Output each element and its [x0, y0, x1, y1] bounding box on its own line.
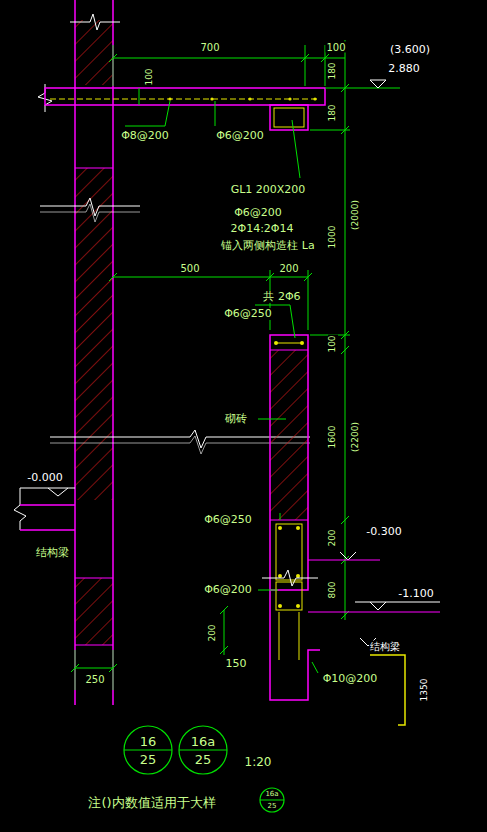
sheet-number: 25 [259, 803, 285, 810]
dimension-lines [71, 40, 400, 690]
ground-beam [262, 524, 405, 725]
dimension: 200 [208, 623, 218, 642]
detail-symbol: 16a25 [178, 725, 228, 775]
dimension: 100 [145, 67, 155, 86]
rebar-callout: Φ6@250 [223, 308, 273, 320]
detail-symbol: 16a 25 [259, 787, 285, 813]
dimension: 1000 [328, 225, 338, 250]
detail-circle [178, 725, 228, 775]
general-note: 注()内数值适用于大样 [87, 796, 216, 810]
dimension: 180 [328, 103, 338, 122]
dimension: 1600 [328, 425, 338, 450]
sheet-number: 25 [178, 753, 228, 766]
level-value: -0.000 [26, 472, 63, 484]
dimension: 100 [328, 334, 338, 353]
beam-callout: GL1 200X200 [230, 184, 307, 196]
left-structural-beam [20, 505, 75, 530]
dimension: 结构梁 [369, 641, 401, 652]
level-value: -1.100 [397, 588, 434, 600]
rebar-callout: Φ10@200 [322, 673, 379, 685]
level-value: (3.600) [389, 44, 431, 56]
rebar-callout: 共 2Φ6 [262, 291, 301, 303]
detail-number: 16a [259, 791, 285, 798]
dimension: 200 [278, 263, 299, 274]
scale-label: 1:20 [244, 756, 273, 769]
leader-lines [125, 101, 318, 673]
dimension: 180 [328, 61, 338, 80]
rebar-callout: Φ6@250 [203, 514, 253, 526]
level-value: 2.880 [387, 63, 421, 75]
dimension: 800 [328, 580, 338, 599]
material-label: 砌砖 [224, 413, 248, 425]
rebar-callout: Φ6@200 [215, 130, 265, 142]
dimension: 250 [84, 674, 105, 685]
detail-circle [123, 725, 173, 775]
level-value: -0.300 [365, 526, 402, 538]
member-label: 结构梁 [35, 547, 70, 559]
rebar-callout: Φ6@200 [203, 584, 253, 596]
dimension: 700 [199, 42, 220, 53]
dimension: 200 [328, 528, 338, 547]
roof-slab [45, 88, 325, 130]
rebar-callout: Φ6@200 [233, 207, 283, 219]
sheet-number: 25 [123, 753, 173, 766]
detail-symbol: 1625 [123, 725, 173, 775]
right-wall [270, 335, 440, 612]
dimension: (2200) [351, 421, 361, 453]
dimension: (2000) [351, 199, 361, 231]
rebar-callout: Φ8@200 [120, 130, 170, 142]
dimension: 1350 [420, 678, 430, 703]
break-lines [14, 84, 310, 530]
dimension: 500 [179, 263, 200, 274]
rebar-callout: 2Φ14:2Φ14 [229, 223, 294, 235]
member-label: 150 [225, 658, 248, 670]
detail-number: 16a [178, 735, 228, 748]
dimension: 100 [325, 42, 346, 53]
level-markers [20, 80, 440, 646]
detail-number: 16 [123, 735, 173, 748]
anchorage-note: 锚入两侧构造柱 La [220, 240, 315, 252]
